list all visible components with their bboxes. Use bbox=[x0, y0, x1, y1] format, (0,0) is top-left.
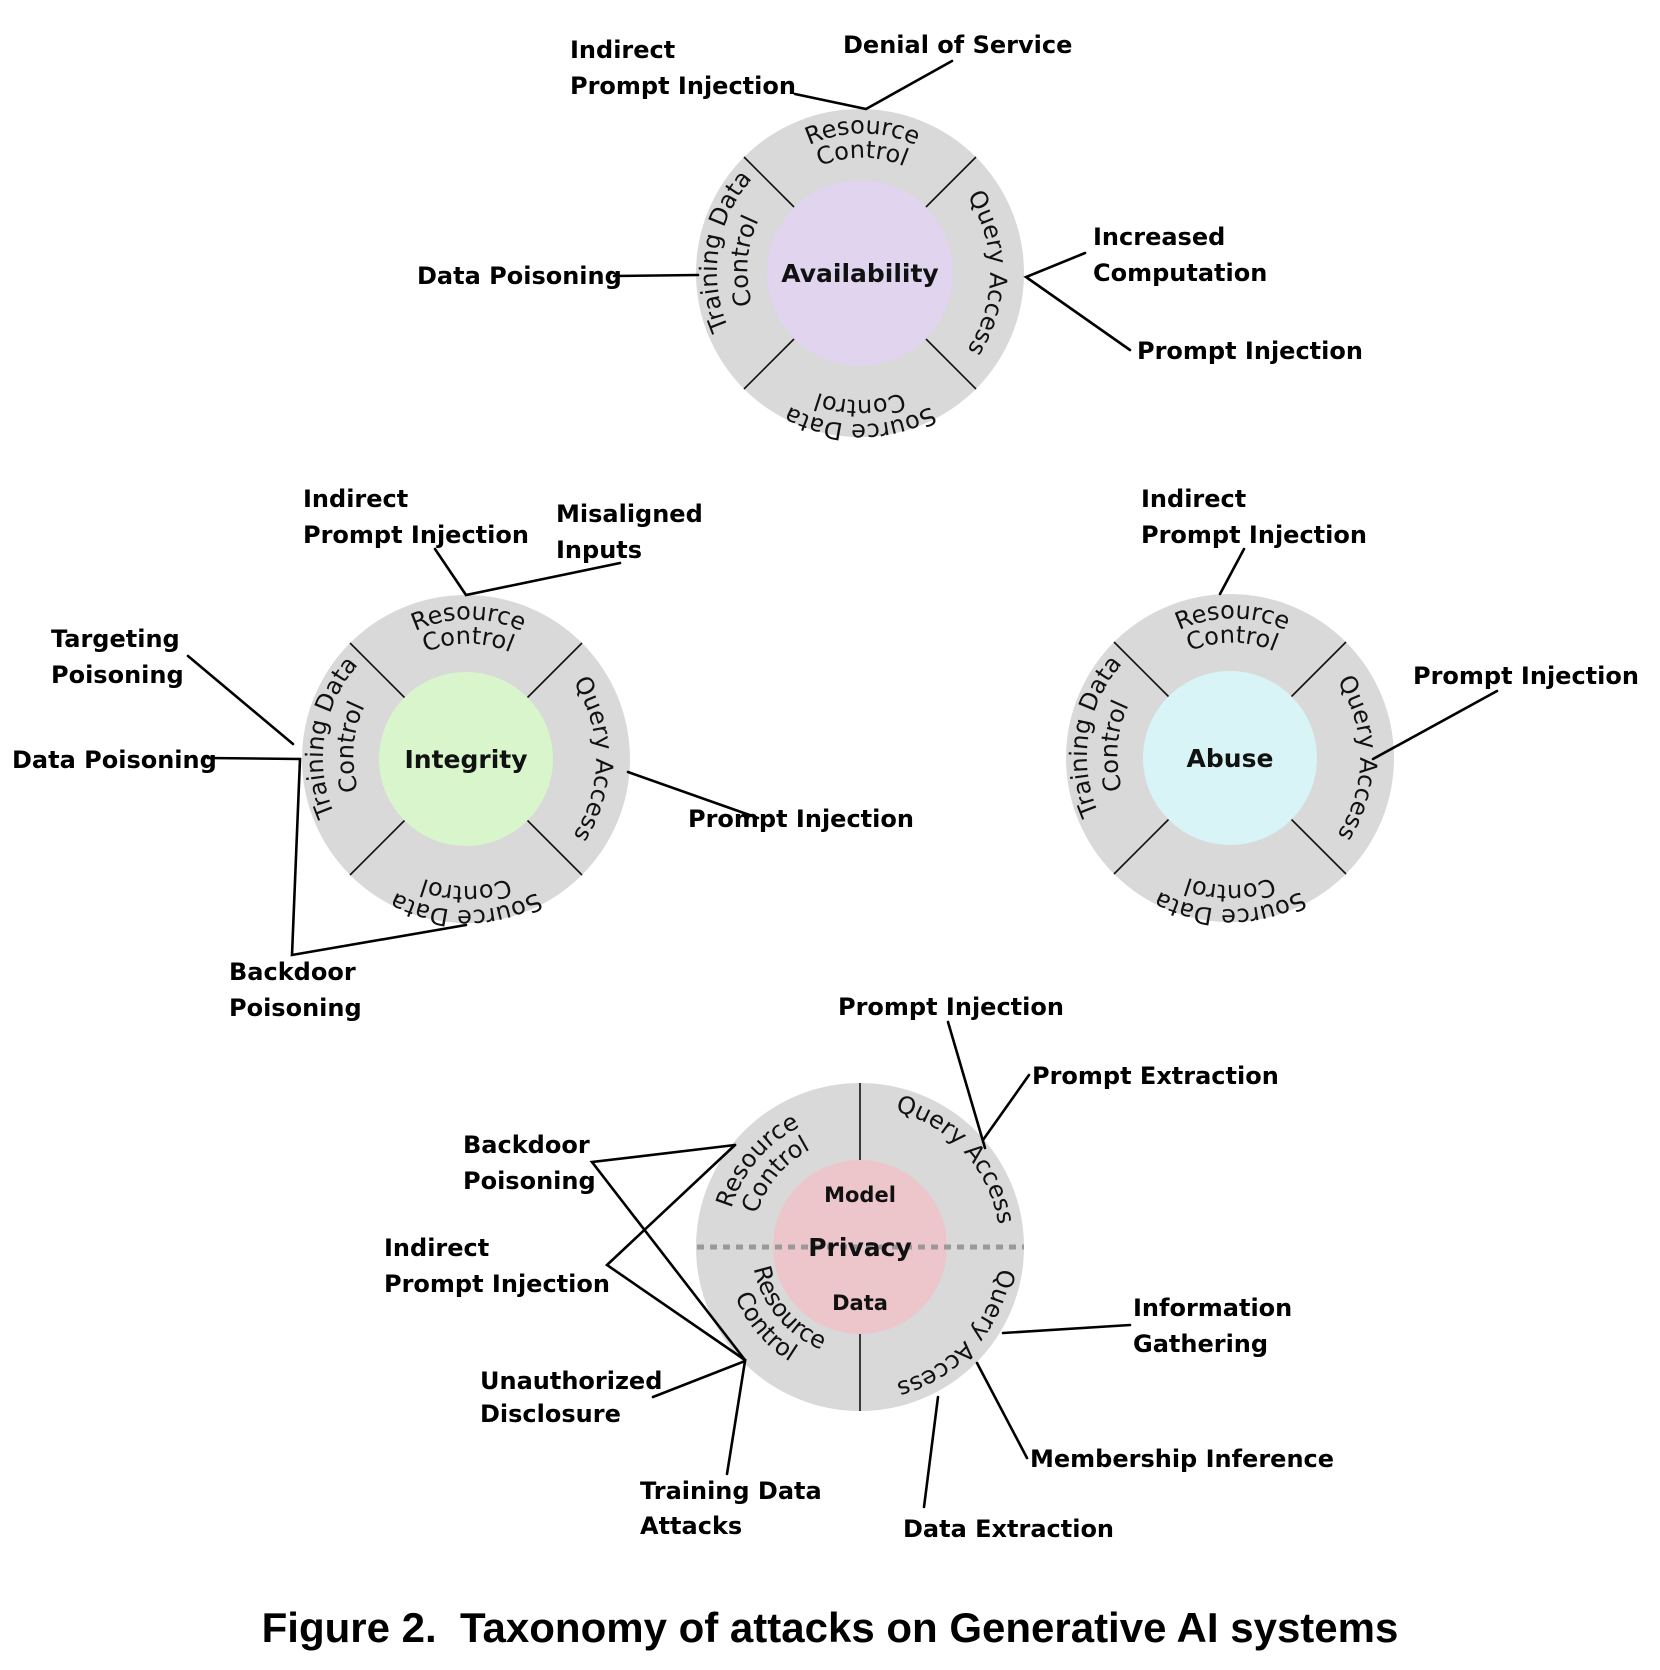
connector-line bbox=[922, 1395, 940, 1509]
attack-membership-inference: Membership Inference bbox=[1030, 1445, 1334, 1473]
abuse-core bbox=[1143, 671, 1317, 845]
segment-divider bbox=[1113, 815, 1173, 875]
privacy-wheel: Model Privacy Data Resource Control Quer… bbox=[384, 993, 1334, 1543]
connector-line bbox=[433, 547, 622, 597]
segment-divider bbox=[925, 338, 977, 390]
segment-divider bbox=[349, 642, 409, 702]
availability-center-label: Availability bbox=[781, 259, 938, 288]
connector-line bbox=[1218, 547, 1246, 596]
segment-divider bbox=[523, 642, 583, 702]
connector-line bbox=[1371, 689, 1499, 761]
connector-line bbox=[1001, 1323, 1132, 1335]
privacy-model-label: Model bbox=[824, 1183, 896, 1207]
connector-line bbox=[1023, 251, 1132, 352]
attack-backdoor-poisoning: Backdoor Poisoning bbox=[463, 1131, 598, 1195]
integrity-core bbox=[379, 672, 553, 846]
attack-prompt-extraction: Prompt Extraction bbox=[1032, 1062, 1279, 1090]
attack-targeting-poisoning: Targeting Poisoning bbox=[51, 625, 188, 689]
attack-training-data-attacks: Training Data Attacks bbox=[640, 1477, 830, 1540]
abuse-wheel: Abuse Resource Control Query Access Sour… bbox=[1065, 485, 1639, 931]
connector-line bbox=[604, 1143, 747, 1362]
segment-divider bbox=[1287, 641, 1347, 701]
connector-line bbox=[186, 654, 295, 746]
attack-prompt-injection: Prompt Injection bbox=[838, 993, 1064, 1021]
attack-indirect-prompt-injection: Indirect Prompt Injection bbox=[303, 485, 529, 549]
connector-line bbox=[651, 1358, 747, 1476]
attack-prompt-injection: Prompt Injection bbox=[1413, 662, 1639, 690]
availability-core bbox=[767, 180, 953, 366]
attack-information-gathering: Information Gathering bbox=[1133, 1294, 1301, 1358]
segment-divider bbox=[523, 816, 583, 876]
integrity-wheel: Integrity Resource Control Query Access … bbox=[12, 485, 914, 1022]
connector-line bbox=[206, 756, 468, 957]
attack-data-poisoning: Data Poisoning bbox=[12, 746, 217, 774]
attack-backdoor-poisoning: Backdoor Poisoning bbox=[229, 958, 364, 1022]
segment-divider bbox=[743, 338, 795, 390]
attack-misaligned-inputs: Misaligned Inputs bbox=[556, 500, 711, 564]
attack-prompt-injection: Prompt Injection bbox=[688, 805, 914, 833]
privacy-center-label: Privacy bbox=[808, 1233, 912, 1262]
attack-denial-of-service: Denial of Service bbox=[843, 31, 1072, 59]
attack-unauthorized-disclosure: Unauthorized Disclosure bbox=[480, 1367, 671, 1428]
attack-indirect-prompt-injection: Indirect Prompt Injection bbox=[570, 36, 796, 100]
figure-caption: Figure 2. Taxonomy of attacks on Generat… bbox=[262, 1604, 1399, 1651]
connector-line bbox=[626, 770, 760, 820]
connector-line bbox=[589, 1143, 747, 1362]
segment-divider bbox=[925, 156, 977, 208]
connector-line bbox=[975, 1361, 1029, 1460]
attack-indirect-prompt-injection: Indirect Prompt Injection bbox=[384, 1234, 610, 1298]
attack-increased-computation: Increased Computation bbox=[1093, 223, 1267, 287]
segment-divider bbox=[349, 816, 409, 876]
integrity-center-label: Integrity bbox=[404, 745, 527, 774]
attack-data-poisoning: Data Poisoning bbox=[417, 262, 622, 290]
connector-line bbox=[946, 1020, 987, 1150]
connector-line bbox=[793, 59, 954, 111]
connector-line bbox=[981, 1073, 1031, 1142]
segment-divider bbox=[743, 156, 795, 208]
privacy-data-label: Data bbox=[832, 1291, 888, 1315]
abuse-center-label: Abuse bbox=[1187, 744, 1274, 773]
connector-line bbox=[612, 273, 700, 278]
attack-data-extraction: Data Extraction bbox=[903, 1515, 1114, 1543]
availability-wheel: Availability Resource Control Query Acce… bbox=[417, 31, 1363, 446]
segment-divider bbox=[1287, 815, 1347, 875]
segment-divider bbox=[1113, 641, 1173, 701]
attack-indirect-prompt-injection: Indirect Prompt Injection bbox=[1141, 485, 1367, 549]
attack-prompt-injection: Prompt Injection bbox=[1137, 337, 1363, 365]
